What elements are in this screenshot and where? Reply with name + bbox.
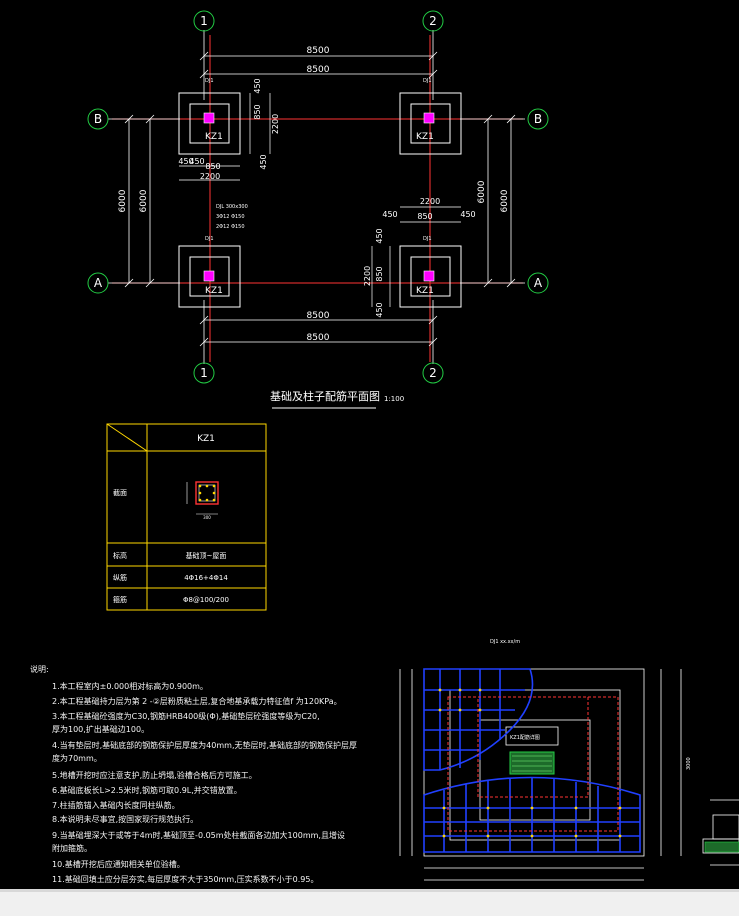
mesh-dots [438,688,622,838]
dim-450-g: 450 [375,228,384,243]
dim-8500-top-1: 8500 [307,46,330,56]
dim-2200-b: 2200 [420,197,440,206]
dim-450-b: 450 [189,157,204,166]
note-line-11: 9.当基础埋深大于或等于4m时,基础顶至-0.05m处柱截面各边加大100mm,… [52,831,345,840]
table-value-stirrup: Φ8@100/200 [183,596,229,604]
dim-8500-bottom-2: 8500 [307,333,330,343]
detail-side-dim: 3000 [686,757,692,770]
table-header: KZ1 [197,434,215,444]
dim-450-d: 450 [460,210,475,219]
dj-label-a1: DJ1 [205,236,214,242]
section-dim: 300 [203,515,211,520]
table-value-long: 4Φ16+4Φ14 [184,574,228,582]
dim-850-d: 850 [375,266,384,281]
note-line-4: 厚为100,扩出基础边100。 [52,725,150,734]
plan-scale: 1:100 [384,395,404,403]
note-line-10: 8.本说明未尽事宜,按国家现行规范执行。 [52,815,199,824]
red-dashed-outline [447,696,619,832]
bottom-status-bar [0,889,739,916]
dim-6000-left-1: 6000 [118,189,128,212]
col-label-b1: KZ1 [205,132,223,142]
col-label-b2: KZ1 [416,132,434,142]
dim-450-e: 450 [253,78,262,93]
grid-label-2-bottom: 2 [429,366,437,380]
grid-label-1-bottom: 1 [200,366,208,380]
dim-2200-a: 2200 [200,172,220,181]
foundation-detail: DJ1 xx.xx/m KZ1配筋详图 3000 [399,639,739,881]
table-row-label-elev: 标高 [113,551,127,560]
note-line-5: 4.当有垫层时,基础底部的钢筋保护层厚度为40mm,无垫层时,基础底部的钢筋保护… [52,741,358,750]
grid-label-2-top: 2 [429,14,437,28]
dim-8500-top-2: 8500 [307,65,330,75]
grid-extensions [108,30,525,364]
foundation-plan: 1 2 1 2 B B A A 8500 8500 8500 [87,10,549,409]
beam-note-3: 2Φ12 Φ150 [216,224,245,230]
grid-label-b-left: B [94,112,102,126]
note-line-14: 11.基础回填土应分层夯实,每层厚度不大于350mm,压实系数不小于0.95。 [52,875,319,884]
beam-note-2: 3Φ12 Φ150 [216,214,245,220]
dim-850-b: 850 [417,212,432,221]
table-row-label-stirrup: 箍筋 [113,595,127,604]
grid-label-a-right: A [534,276,543,290]
dim-850-c: 850 [253,104,262,119]
column-base-hatch [509,751,555,775]
detail-center-label: KZ1配筋详图 [510,734,540,741]
detail-right-edge [702,799,739,866]
note-line-7: 5.地槽开挖时应注意支护,防止坍塌,验槽合格后方可施工。 [52,771,257,780]
detail-top-note: DJ1 xx.xx/m [490,639,520,645]
column-table: KZ1 截面 标高 纵筋 箍筋 基础顶~屋面 4Φ16+4Φ14 Φ8@100/… [106,423,267,611]
side-dimensions [124,114,516,288]
note-line-1: 1.本工程室内±0.000相对标高为0.900m。 [52,682,208,691]
dim-450-a: 450 [178,157,193,166]
note-line-12: 附加箍筋。 [52,844,92,853]
dim-450-f: 450 [259,154,268,169]
grid-label-a-left: A [94,276,103,290]
beam-note-1: DJL 300x300 [216,204,248,210]
table-row-label-section: 截面 [113,488,127,497]
dim-6000-left-2: 6000 [139,189,149,212]
dim-6000-right-1: 6000 [477,180,487,203]
note-line-3: 3.本工程基础砼强度为C30,钢筋HRB400级(Φ),基础垫层砼强度等级为C2… [52,712,320,721]
col-label-a2: KZ1 [416,286,434,296]
dim-6000-right-2: 6000 [500,189,510,212]
columns [203,112,435,282]
notes-title: 说明: [30,665,49,674]
right-base-hatch [704,841,739,853]
note-line-9: 7.柱插筋锚入基础内长度同柱纵筋。 [52,801,180,810]
bottom-bar-strip [0,889,739,892]
grid-label-b-right: B [534,112,542,126]
dj-label-b2: DJ1 [423,78,432,84]
top-dimensions [199,51,438,347]
dim-8500-bottom-1: 8500 [307,311,330,321]
note-line-13: 10.基槽开挖后应通知相关单位验槽。 [52,860,185,869]
grid-bubbles [87,10,549,384]
footing-dims [179,93,461,307]
mesh-top [423,668,534,771]
dim-2200-c: 2200 [271,114,280,134]
table-value-elev: 基础顶~屋面 [186,551,227,560]
dim-450-c: 450 [382,210,397,219]
table-row-label-long: 纵筋 [113,573,127,582]
mesh-bottom [423,776,641,853]
dim-2200-d: 2200 [363,266,372,286]
note-line-2: 2.本工程基础持力层为第 2 -②层粉质粘土层,复合地基承载力特征值f 为120… [52,697,342,706]
plan-title: 基础及柱子配筋平面图 [270,389,380,403]
dim-450-h: 450 [375,302,384,317]
dim-850-a: 850 [205,162,220,171]
grid-label-1-top: 1 [200,14,208,28]
dj-label-a2: DJ1 [423,236,432,242]
col-label-a1: KZ1 [205,286,223,296]
dj-label-b1: DJ1 [205,78,214,84]
column-section: 300 [186,481,219,520]
note-line-6: 度为70mm。 [52,754,102,763]
note-line-8: 6.基础底板长L>2.5米时,钢筋可取0.9L,并交错放置。 [52,786,242,795]
footings [178,92,462,308]
